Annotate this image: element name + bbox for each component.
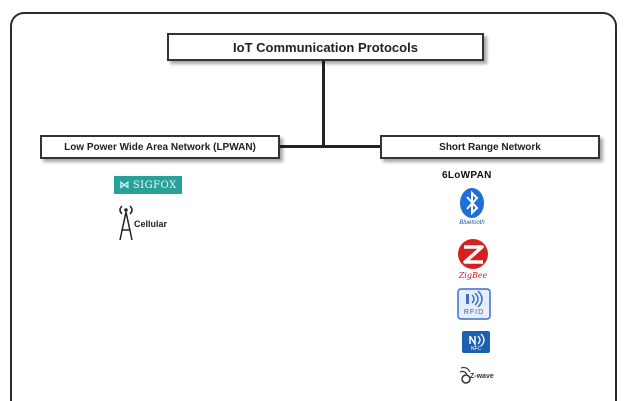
bluetooth-logo: Bluetooth (452, 187, 492, 231)
rfid-label: RFID (463, 309, 485, 316)
nfc-icon (462, 331, 490, 353)
sigfox-label: SIGFOX (132, 179, 177, 191)
sigfox-logo: ⋈ SIGFOX (114, 176, 182, 194)
zwave-label: Z-wave (470, 373, 494, 380)
nfc-label: NFC (470, 346, 482, 352)
zigbee-logo: ZigBee (452, 238, 494, 284)
nfc-logo: NFC (461, 330, 491, 356)
connector-root-stem (322, 61, 325, 147)
lpwan-node: Low Power Wide Area Network (LPWAN) (40, 135, 280, 159)
zigbee-label: ZigBee (458, 271, 488, 280)
zigbee-icon (458, 239, 488, 269)
lpwan-label: Low Power Wide Area Network (LPWAN) (64, 141, 256, 153)
diagram-frame (10, 12, 617, 401)
zwave-icon (459, 366, 471, 384)
short-range-node: Short Range Network (380, 135, 600, 159)
rfid-logo: RFID (457, 288, 491, 322)
connector-horizontal (280, 145, 380, 148)
cellular-label: Cellular (134, 219, 168, 229)
zwave-logo: Z-wave (458, 364, 502, 386)
rfid-icon (457, 288, 491, 320)
bluetooth-icon (460, 188, 484, 218)
root-label: IoT Communication Protocols (233, 39, 418, 55)
root-node: IoT Communication Protocols (167, 33, 484, 61)
sixlowpan-label: 6LoWPAN (442, 170, 492, 181)
cellular-logo: Cellular (116, 204, 196, 244)
cell-tower-icon (119, 205, 133, 241)
bluetooth-label: Bluetooth (459, 220, 485, 226)
short-range-label: Short Range Network (439, 141, 541, 153)
